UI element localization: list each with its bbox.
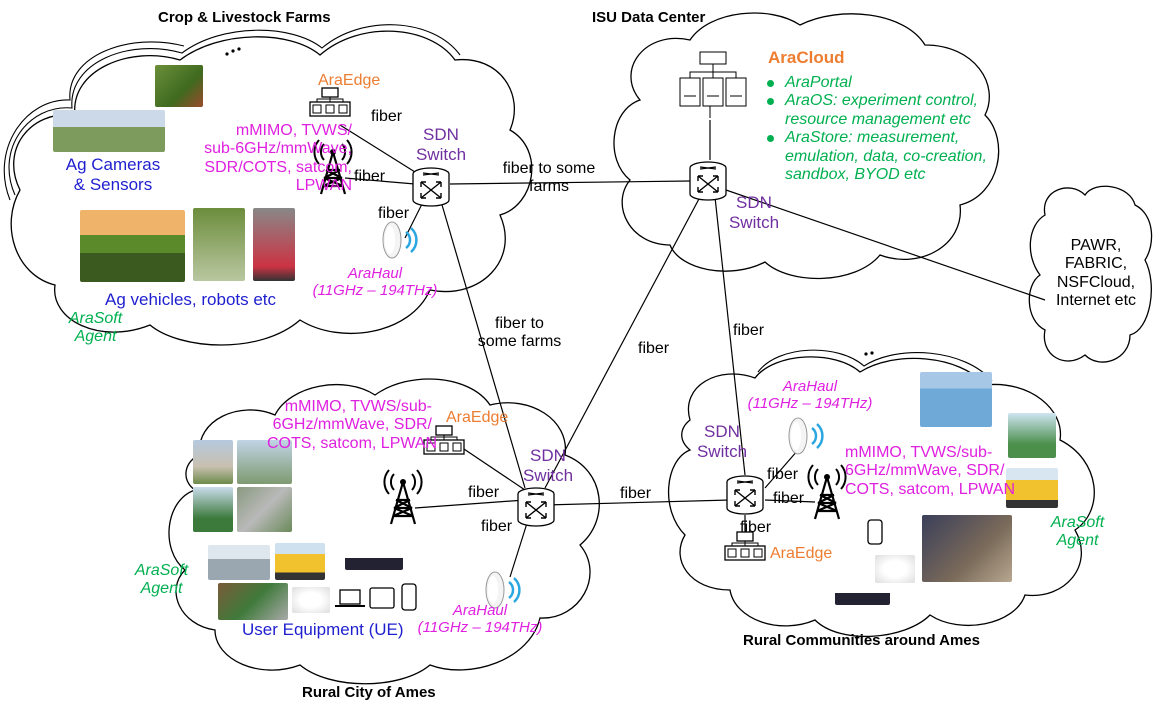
robot-arm-photo	[253, 208, 295, 281]
communities-title: Rural Communities around Ames	[743, 632, 980, 649]
farms-dc-fiber-label: fiber to some farms	[502, 160, 596, 196]
datacenter-sdn-switch-icon	[689, 161, 727, 201]
combine-harvester-photo	[80, 210, 185, 282]
link-lines	[339, 120, 1046, 578]
ag-vehicles-label: Ag vehicles, robots etc	[105, 290, 277, 309]
farms-ames-fiber-label: fiber to some farms	[477, 315, 562, 351]
farms-arasoft-label: AraSoft Agent	[68, 310, 123, 346]
aracloud-item-os: AraOS: experiment control, resource mana…	[765, 92, 1010, 129]
communities-arahaul-label: AraHaul (11GHz – 194THz)	[747, 378, 873, 413]
communities-sdn-switch-icon	[726, 475, 764, 515]
farms-fiber-tower-label: fiber	[354, 168, 386, 185]
ames-drone-photo	[292, 587, 330, 613]
aracloud-servers-icon	[679, 51, 747, 118]
crop-leaf-photo	[155, 65, 203, 107]
ag-camera-photo	[53, 110, 165, 152]
aracloud-title: AraCloud	[768, 48, 845, 67]
ames-sdn-switch-icon	[517, 487, 555, 527]
communities-fiber-edge-label: fiber	[740, 519, 772, 536]
ames-police-car-photo	[345, 548, 403, 570]
datacenter-title: ISU Data Center	[592, 9, 706, 26]
ames-dc-fiber-label: fiber	[638, 340, 670, 357]
farms-fiber-haul-label: fiber	[378, 205, 410, 222]
ue-label: User Equipment (UE)	[242, 620, 404, 639]
aracloud-item-portal: AraPortal	[765, 74, 1010, 92]
drone-photo	[875, 555, 915, 583]
communities-dc-fiber-label: fiber	[733, 322, 765, 339]
comm-antenna-photo	[1008, 413, 1056, 458]
farms-sdn-switch-icon	[412, 167, 450, 207]
aerial-campus-photo	[237, 487, 292, 532]
farms-araedge-label: AraEdge	[318, 72, 381, 89]
building-photo	[208, 545, 270, 580]
ames-communities-fiber-label: fiber	[620, 485, 652, 502]
aracloud-list: AraPortal AraOS: experiment control, res…	[765, 74, 1010, 184]
ames-radio-tech: mMIMO, TVWS/sub- 6GHz/mmWave, SDR/ COTS,…	[267, 398, 438, 452]
ames-title: Rural City of Ames	[302, 684, 436, 701]
antenna-field-photo	[193, 487, 233, 532]
datacenter-sdn-switch-label: SDN Switch	[728, 193, 780, 232]
communities-fiber-haul-label: fiber	[767, 466, 799, 483]
school-bus-photo	[1006, 468, 1058, 508]
vr-users-photo	[922, 515, 1012, 582]
ames-araedge-label: AraEdge	[446, 409, 509, 426]
grain-elevator-photo	[193, 440, 233, 484]
aracloud-item-store: AraStore: measurement, emulation, data, …	[765, 129, 1010, 184]
aerial-town-photo	[237, 440, 292, 484]
communities-araedge-label: AraEdge	[770, 545, 833, 562]
farms-fiber-edge-label: fiber	[371, 108, 403, 125]
stadium-photo	[218, 583, 288, 620]
ames-arahaul-label: AraHaul (11GHz – 194THz)	[417, 602, 543, 637]
communities-radio-tech: mMIMO, TVWS/sub- 6GHz/mmWave, SDR/ COTS,…	[845, 444, 1016, 498]
farms-radio-tech: mMIMO, TVWS/ sub-6GHz/mmWave, SDR/COTS, …	[204, 122, 352, 195]
ue-devices-icon	[335, 519, 883, 611]
water-tower-photo	[920, 372, 992, 427]
ames-arasoft-label: AraSoft Agent	[134, 562, 189, 598]
ag-cameras-label: Ag Cameras & Sensors	[65, 155, 161, 194]
field-robot-photo	[193, 208, 245, 281]
communities-arasoft-label: AraSoft Agent	[1050, 514, 1105, 550]
police-car-photo	[835, 583, 890, 605]
farms-sdn-switch-label: SDN Switch	[415, 125, 467, 164]
farms-arahaul-label: AraHaul (11GHz – 194THz)	[312, 265, 438, 300]
farms-title: Crop & Livestock Farms	[158, 9, 331, 26]
external-cloud	[1028, 185, 1153, 363]
ames-school-bus-photo	[275, 543, 325, 580]
ames-fiber-haul-label: fiber	[481, 518, 513, 535]
communities-fiber-tower-label: fiber	[773, 490, 805, 507]
ames-sdn-switch-label: SDN Switch	[522, 446, 574, 485]
ames-fiber-tower-label: fiber	[468, 484, 500, 501]
communities-sdn-switch-label: SDN Switch	[696, 422, 748, 461]
external-networks-label: PAWR, FABRIC, NSFCloud, Internet etc	[1055, 237, 1137, 310]
